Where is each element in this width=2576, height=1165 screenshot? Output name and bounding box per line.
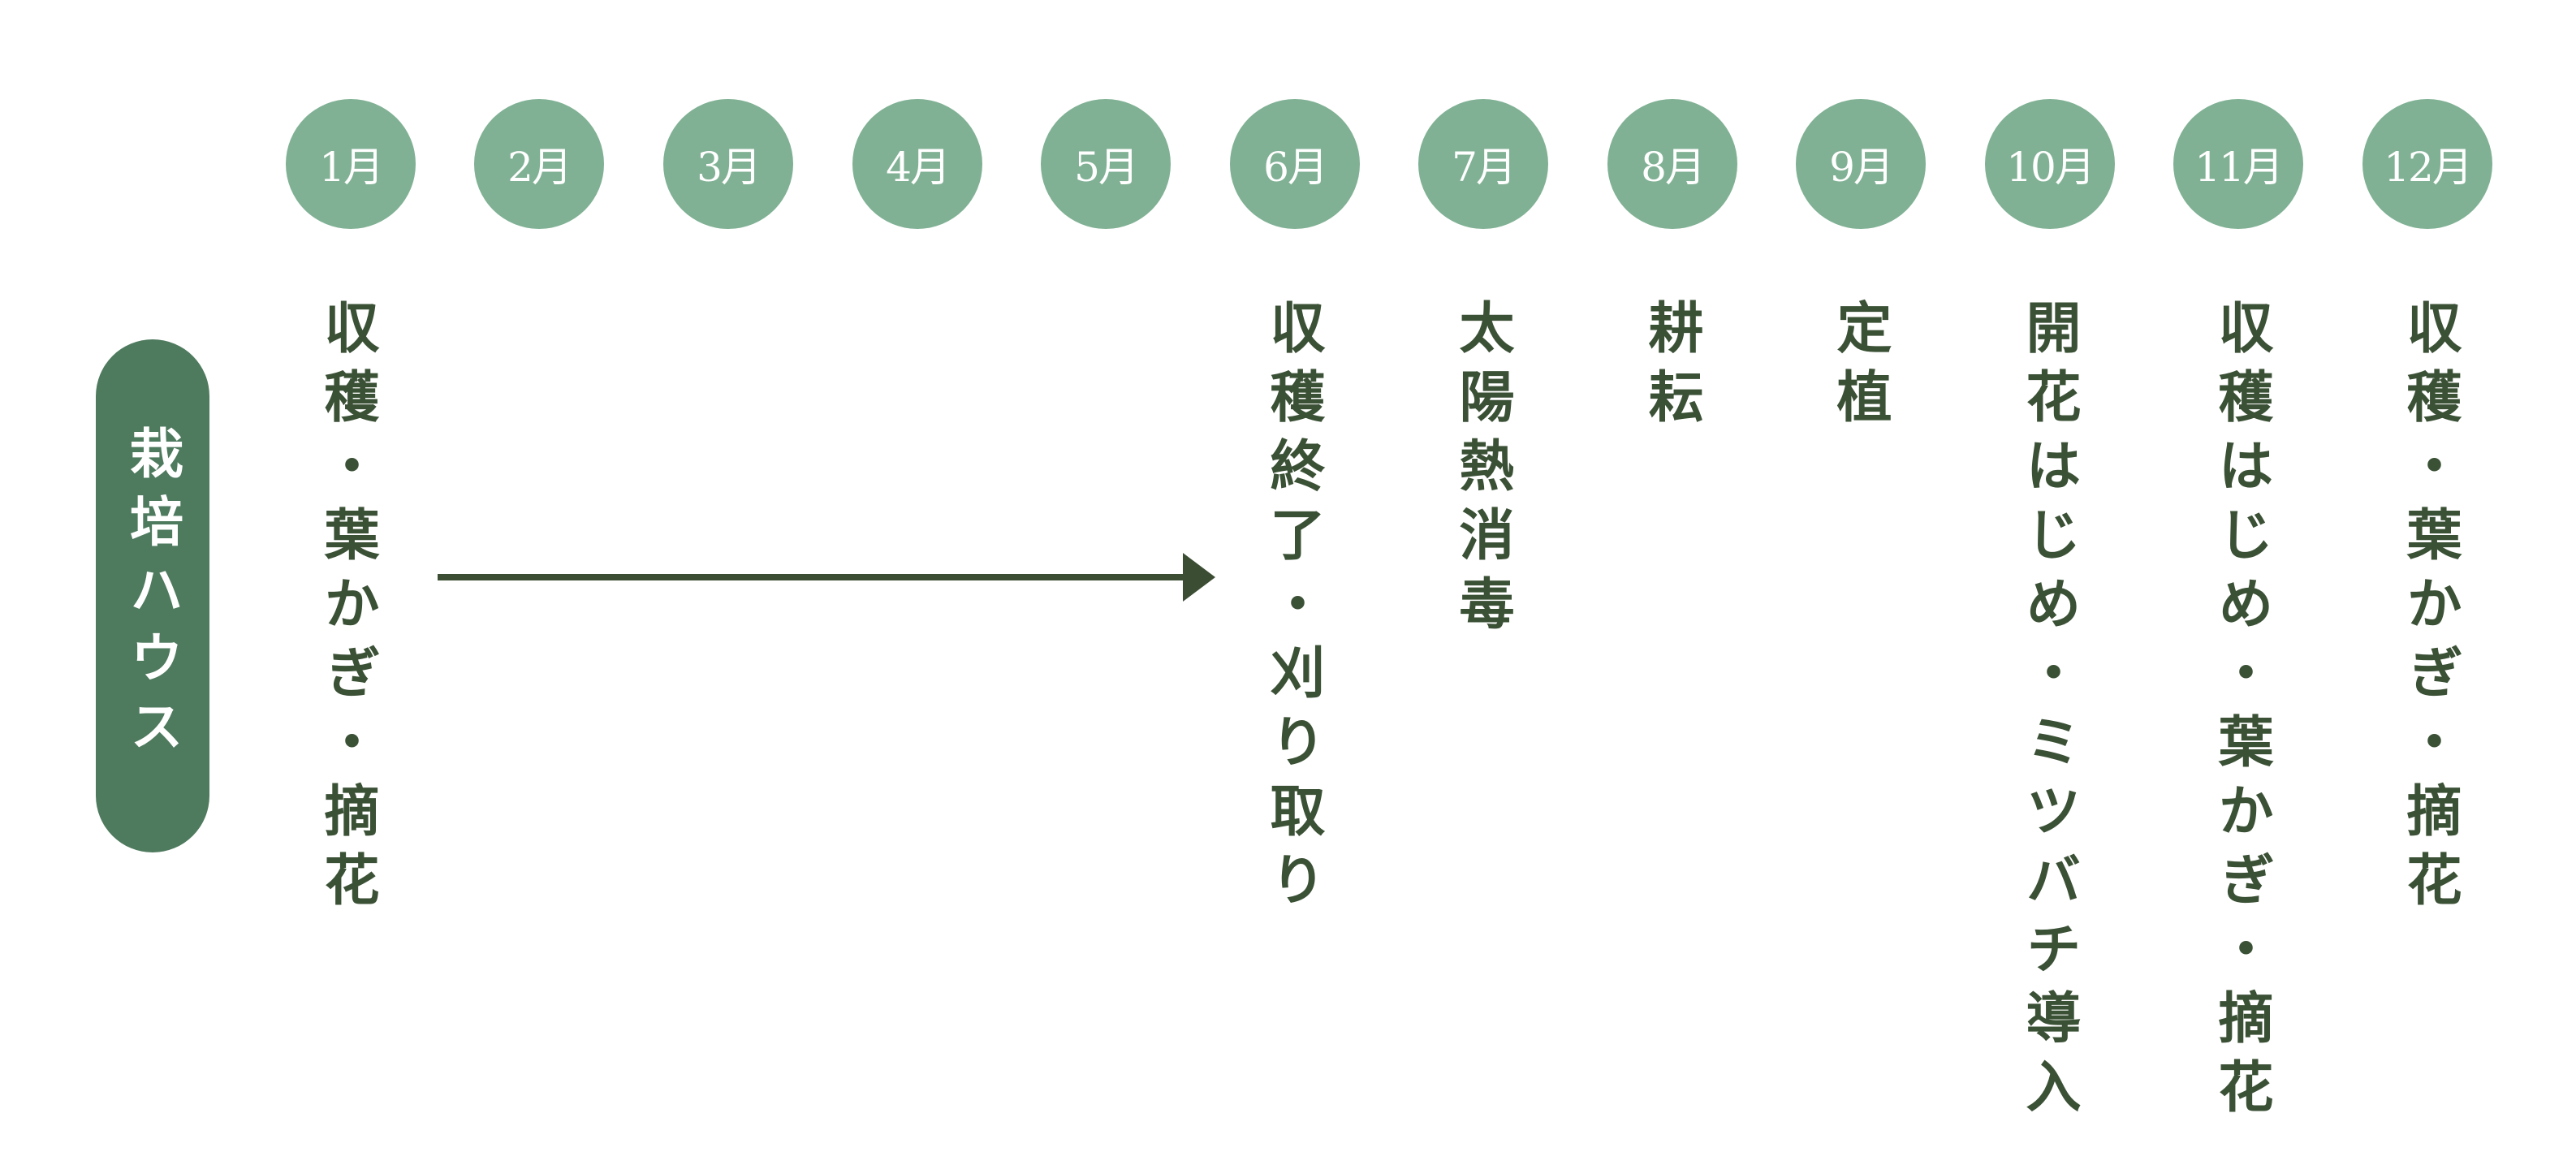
month-label: 2月 — [507, 144, 572, 191]
task-january: 収穫・葉かぎ・摘花 — [310, 299, 383, 920]
month-circle-11: 11月 — [2173, 99, 2303, 229]
month-label: 12月 — [2384, 144, 2473, 191]
task-november: 収穫はじめ・葉かぎ・摘花 — [2204, 299, 2277, 1127]
month-circle-5: 5月 — [1041, 99, 1171, 229]
month-label: 8月 — [1641, 144, 1706, 191]
task-text: 収穫はじめ・葉かぎ・摘花 — [2208, 299, 2273, 1127]
month-label: 5月 — [1074, 144, 1139, 191]
task-text: 耕耘 — [1638, 299, 1703, 437]
month-circle-10: 10月 — [1985, 99, 2115, 229]
month-label: 3月 — [697, 144, 762, 191]
task-text: 収穫・葉かぎ・摘花 — [314, 299, 379, 920]
month-label: 10月 — [2006, 144, 2095, 191]
task-text: 開花はじめ・ミツバチ導入 — [2016, 299, 2081, 1127]
month-circle-4: 4月 — [852, 99, 982, 229]
task-text: 定植 — [1827, 299, 1892, 437]
month-label: 1月 — [319, 144, 384, 191]
continuation-arrow-icon — [438, 553, 1215, 602]
task-text: 収穫終了・刈り取り — [1260, 299, 1325, 920]
task-june: 収穫終了・刈り取り — [1256, 299, 1329, 920]
month-circle-2: 2月 — [474, 99, 604, 229]
month-label: 6月 — [1263, 144, 1328, 191]
month-circle-3: 3月 — [663, 99, 793, 229]
month-label: 7月 — [1452, 144, 1517, 191]
task-october: 開花はじめ・ミツバチ導入 — [2012, 299, 2085, 1127]
category-label: 栽培ハウス — [121, 425, 184, 766]
month-circle-9: 9月 — [1796, 99, 1926, 229]
month-circle-6: 6月 — [1230, 99, 1360, 229]
task-september: 定植 — [1823, 299, 1896, 437]
month-label: 11月 — [2194, 144, 2284, 191]
task-text: 収穫・葉かぎ・摘花 — [2397, 299, 2462, 920]
task-text: 太陽熱消毒 — [1449, 299, 1514, 644]
month-label: 4月 — [886, 144, 951, 191]
category-pill-greenhouse: 栽培ハウス — [96, 339, 209, 852]
task-december: 収穫・葉かぎ・摘花 — [2393, 299, 2466, 920]
month-circle-8: 8月 — [1607, 99, 1737, 229]
task-july: 太陽熱消毒 — [1445, 299, 1518, 644]
month-header-row: 1月 2月 3月 4月 5月 6月 7月 8月 9月 10月 11月 12月 — [0, 0, 2576, 244]
task-august: 耕耘 — [1634, 299, 1707, 437]
month-circle-1: 1月 — [286, 99, 416, 229]
month-circle-7: 7月 — [1418, 99, 1548, 229]
month-label: 9月 — [1829, 144, 1894, 191]
month-circle-12: 12月 — [2362, 99, 2492, 229]
